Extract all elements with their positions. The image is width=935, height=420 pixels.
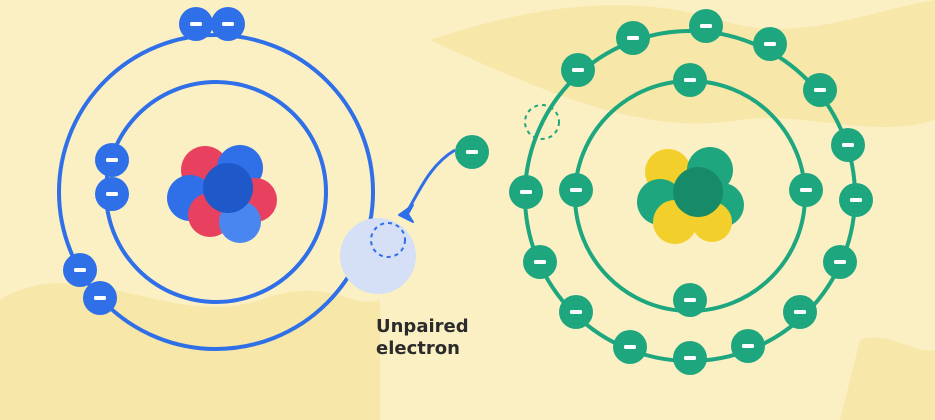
minus-icon [684,356,696,360]
minus-icon [834,260,846,264]
electron [839,183,873,217]
minus-icon [106,192,118,196]
left-nucleus [167,145,277,243]
transfer-arrow [398,148,456,223]
minus-icon [764,42,776,46]
electron [823,245,857,279]
minus-icon [684,298,696,302]
minus-icon [190,22,202,26]
electron [63,253,97,287]
electron [211,7,245,41]
minus-icon [94,296,106,300]
minus-icon [572,68,584,72]
minus-icon [466,150,478,154]
minus-icon [794,310,806,314]
transferred-electron [455,135,489,169]
electron [559,173,593,207]
electron [673,341,707,375]
electron [95,143,129,177]
minus-icon [570,310,582,314]
empty-slot-right [524,104,560,140]
minus-icon [814,88,826,92]
electron [561,53,595,87]
unpaired-highlight [340,218,416,294]
electron [616,21,650,55]
electron [613,330,647,364]
minus-icon [742,344,754,348]
minus-icon [520,190,532,194]
electron [559,295,593,329]
electron [803,73,837,107]
right-electrons [509,9,873,375]
electron [789,173,823,207]
electron [523,245,557,279]
minus-icon [842,143,854,147]
minus-icon [850,198,862,202]
minus-icon [800,188,812,192]
electron [831,128,865,162]
left-atom [57,7,416,351]
electron [455,135,489,169]
minus-icon [570,188,582,192]
electron [509,175,543,209]
electron [783,295,817,329]
minus-icon [700,24,712,28]
empty-slot-left [370,222,406,258]
left-electrons [63,7,387,315]
right-atom [509,9,873,375]
electron [731,329,765,363]
minus-icon [624,345,636,349]
electron [689,9,723,43]
right-nucleus [637,147,744,244]
minus-icon [74,268,86,272]
unpaired-electron-label: Unpaired electron [376,316,469,359]
electron [673,63,707,97]
minus-icon [534,260,546,264]
electron [95,177,129,211]
electron [753,27,787,61]
electron [83,281,117,315]
electron [673,283,707,317]
electron [179,7,213,41]
minus-icon [106,158,118,162]
minus-icon [222,22,234,26]
minus-icon [627,36,639,40]
minus-icon [684,78,696,82]
